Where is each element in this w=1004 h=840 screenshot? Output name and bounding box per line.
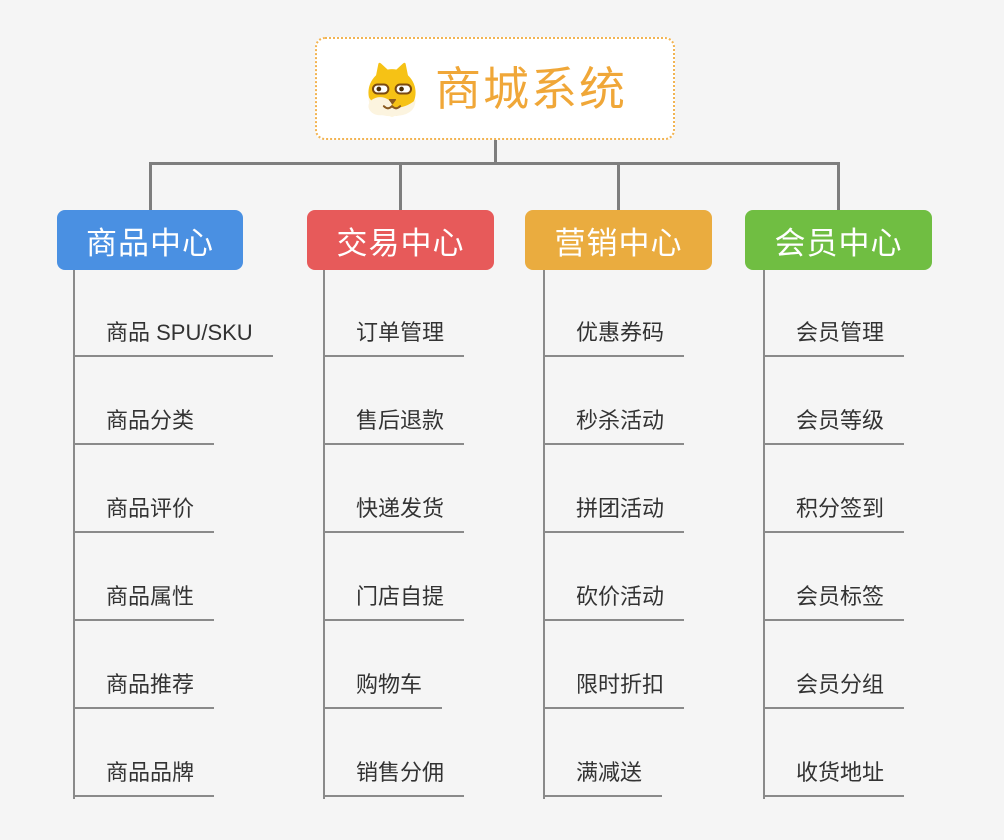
subtopic[interactable]: 门店自提 <box>323 584 465 621</box>
subtopic[interactable]: 商品推荐 <box>73 672 215 709</box>
subtopic[interactable]: 商品品牌 <box>73 760 215 797</box>
subtopic[interactable]: 商品评价 <box>73 496 215 533</box>
subtopic[interactable]: 售后退款 <box>323 408 465 445</box>
spine-members <box>763 270 765 799</box>
subtopic[interactable]: 会员等级 <box>763 408 905 445</box>
connector-drop-3 <box>617 162 620 210</box>
subtopic[interactable]: 秒杀活动 <box>543 408 685 445</box>
connector-drop-4 <box>837 162 840 210</box>
subtopic[interactable]: 会员标签 <box>763 584 905 621</box>
subtopic[interactable]: 快递发货 <box>323 496 465 533</box>
subtopic[interactable]: 会员管理 <box>763 320 905 357</box>
subtopic[interactable]: 积分签到 <box>763 496 905 533</box>
subtopic[interactable]: 砍价活动 <box>543 584 685 621</box>
branch-topic-marketing[interactable]: 营销中心 <box>525 210 712 270</box>
connector-drop-2 <box>399 162 402 210</box>
connector-rail <box>149 162 840 165</box>
subtopic[interactable]: 满减送 <box>543 760 663 797</box>
branch-topic-trade[interactable]: 交易中心 <box>307 210 494 270</box>
branch-topic-products[interactable]: 商品中心 <box>57 210 243 270</box>
spine-marketing <box>543 270 545 799</box>
root-topic-label: 商城系统 <box>435 62 627 115</box>
subtopic[interactable]: 限时折扣 <box>543 672 685 709</box>
subtopic[interactable]: 购物车 <box>323 672 443 709</box>
connector-drop-1 <box>149 162 152 210</box>
subtopic[interactable]: 销售分佣 <box>323 760 465 797</box>
subtopic[interactable]: 会员分组 <box>763 672 905 709</box>
doge-icon <box>368 62 416 116</box>
subtopic[interactable]: 商品属性 <box>73 584 215 621</box>
subtopic[interactable]: 订单管理 <box>323 320 465 357</box>
subtopic[interactable]: 商品分类 <box>73 408 215 445</box>
subtopic[interactable]: 收货地址 <box>763 760 905 797</box>
root-topic[interactable]: 商城系统 <box>315 37 675 140</box>
subtopic[interactable]: 商品 SPU/SKU <box>73 320 273 357</box>
connector-root-stub <box>494 140 497 165</box>
subtopic[interactable]: 拼团活动 <box>543 496 685 533</box>
branch-topic-members[interactable]: 会员中心 <box>745 210 932 270</box>
subtopic[interactable]: 优惠券码 <box>543 320 685 357</box>
spine-trade <box>323 270 325 799</box>
spine-products <box>73 270 75 799</box>
